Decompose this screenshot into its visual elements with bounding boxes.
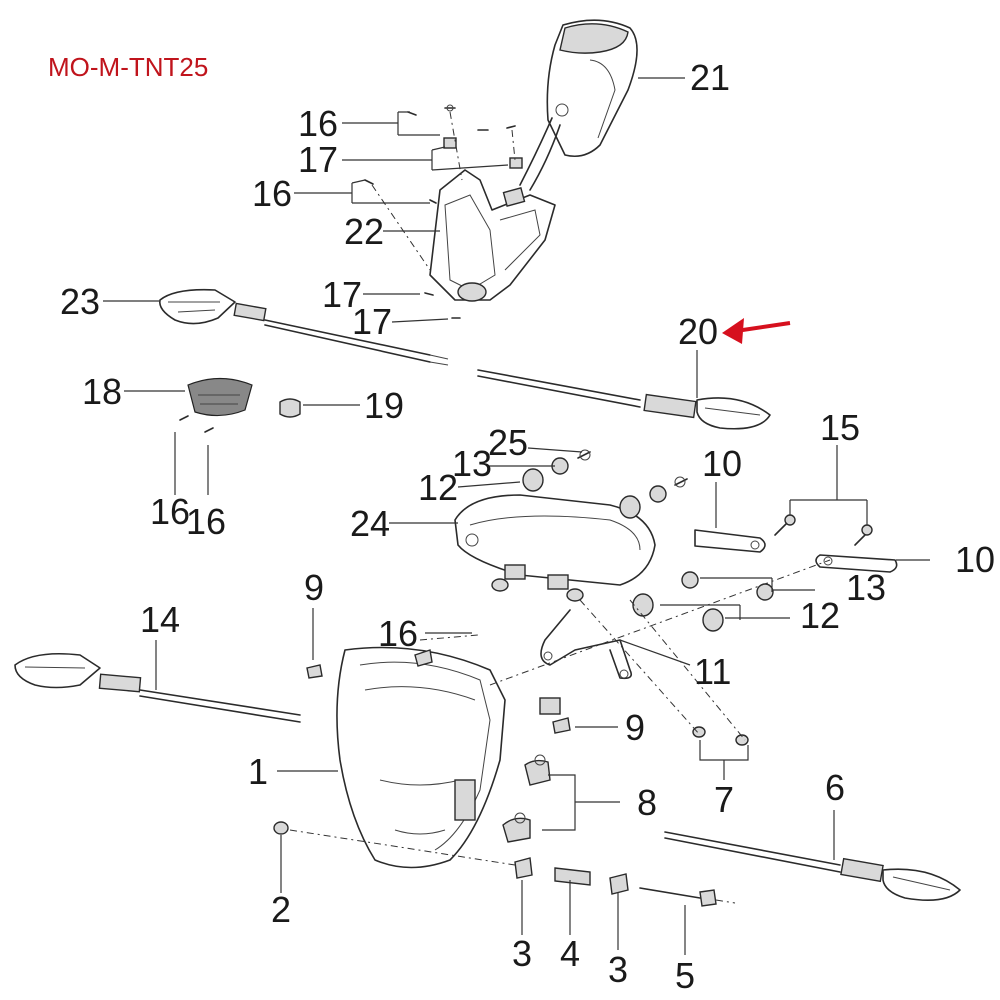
callout-18: 18 <box>82 371 122 412</box>
rear-light-assembly <box>519 19 638 191</box>
callout-7: 7 <box>714 779 734 820</box>
callout-17: 17 <box>322 274 362 315</box>
headlight <box>336 646 506 869</box>
callout-16: 16 <box>378 613 418 654</box>
callout-16: 16 <box>298 103 338 144</box>
callout-3: 3 <box>608 949 628 990</box>
grommet-19 <box>279 398 301 418</box>
assembly-lines <box>419 559 831 741</box>
callout-10: 10 <box>955 539 995 580</box>
callout-17: 17 <box>352 301 392 342</box>
callout-11: 11 <box>694 651 731 692</box>
callout-12: 12 <box>418 467 458 508</box>
callout-22: 22 <box>344 211 384 252</box>
callout-16: 16 <box>150 491 190 532</box>
bottom-hardware <box>273 821 736 907</box>
callout-20: 20 <box>678 311 718 352</box>
bulbs-8 <box>502 754 551 843</box>
leader-lines <box>103 77 930 955</box>
top-screws <box>364 104 523 319</box>
turn-signal-front-left <box>158 288 449 366</box>
callout-19: 19 <box>364 385 404 426</box>
callout-14: 14 <box>140 599 180 640</box>
connector <box>539 697 561 715</box>
callout-8: 8 <box>637 782 657 823</box>
callout-17: 17 <box>298 139 338 180</box>
callout-13: 13 <box>846 567 886 608</box>
bulbs-9 <box>306 664 571 734</box>
callout-1: 1 <box>248 751 268 792</box>
callout-16: 16 <box>252 173 292 214</box>
mount-plates <box>694 529 898 573</box>
highlight-arrow <box>722 318 791 344</box>
callout-24: 24 <box>350 503 390 544</box>
cluster-mounting-parts <box>522 449 774 632</box>
callout-23: 23 <box>60 281 100 322</box>
callout-10: 10 <box>702 443 742 484</box>
callout-6: 6 <box>825 767 845 808</box>
bracket-11 <box>540 609 633 680</box>
turn-signal-rear-right <box>664 831 961 901</box>
callout-2: 2 <box>271 889 291 930</box>
callout-numbers: 21 16 17 16 22 23 17 17 20 18 19 16 16 2… <box>60 57 995 996</box>
callout-9: 9 <box>304 567 324 608</box>
callout-3: 3 <box>512 933 532 974</box>
callout-21: 21 <box>690 57 730 98</box>
turn-signal-rear-left <box>14 652 301 723</box>
callout-15: 15 <box>820 407 860 448</box>
callout-16: 16 <box>186 501 226 542</box>
license-light <box>179 377 253 433</box>
nuts-7 <box>692 726 749 746</box>
turn-signal-front-right <box>477 369 771 430</box>
instrument-cluster <box>454 494 656 602</box>
model-code-label: MO-M-TNT25 <box>48 52 208 82</box>
callout-25: 25 <box>488 422 528 463</box>
callout-9: 9 <box>625 707 645 748</box>
bolts-15 <box>774 514 873 546</box>
callout-4: 4 <box>560 933 580 974</box>
callout-5: 5 <box>675 955 695 996</box>
tail-bracket <box>429 169 556 302</box>
callout-13: 13 <box>452 443 492 484</box>
callout-12: 12 <box>800 595 840 636</box>
